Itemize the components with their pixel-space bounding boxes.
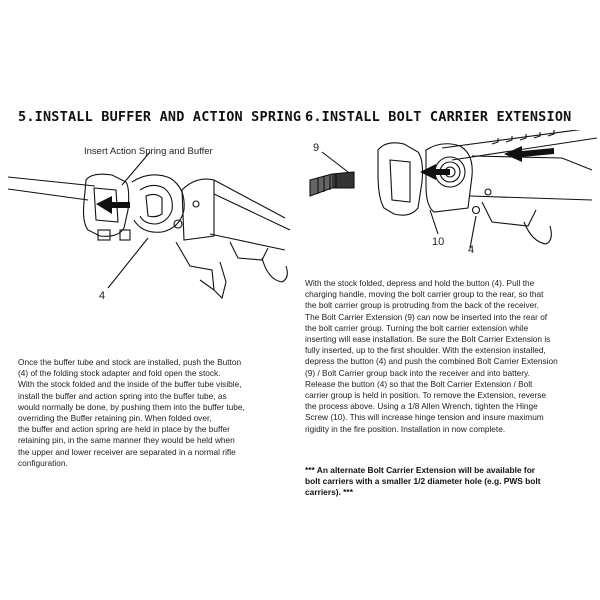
instruction-line: install the buffer and action spring int… [18, 390, 227, 401]
instruction-line: rigidity in the fire position. Installat… [305, 423, 506, 434]
buffer-install-illustration [0, 130, 292, 355]
instruction-line: Release the button (4) so that the Bolt … [305, 378, 533, 389]
section-5-title: 5.INSTALL BUFFER AND ACTION SPRING [18, 109, 302, 125]
alternate-extension-note: *** An alternate Bolt Carrier Extension … [305, 465, 595, 499]
instruction-line: the upper and lower receiver are separat… [18, 446, 236, 457]
instruction-line: With the stock folded, depress and hold … [305, 278, 535, 288]
instruction-line: With the stock folded and the inside of … [18, 379, 242, 390]
bolt-carrier-extension-illustration [292, 127, 600, 275]
instruction-line: Once the buffer tube and stock are insta… [18, 357, 242, 367]
callout-part-9: 9 [313, 142, 320, 154]
note-line: carriers). *** [305, 487, 353, 498]
buffer-install-drawing [7, 151, 291, 300]
instruction-line: retaining pin, in the same manner they w… [18, 435, 235, 446]
note-line: bolt carriers with a smaller 1/2 diamete… [305, 476, 541, 487]
instruction-line: inserting will ease installation. Be sur… [305, 334, 551, 345]
callout-insert-spring-buffer: Insert Action Spring and Buffer [84, 146, 213, 157]
note-line: *** An alternate Bolt Carrier Extension … [305, 465, 536, 475]
callout-part-10: 10 [432, 236, 445, 248]
instruction-line: configuration. [18, 457, 68, 468]
callout-part-4-left: 4 [99, 290, 106, 302]
instruction-line: overriding the Buffer retaining pin. Whe… [18, 413, 212, 424]
instruction-line: the process above. Using a 1/8 Allen Wre… [305, 401, 538, 412]
instruction-line: the bolt carrier group. Turning the bolt… [305, 322, 529, 333]
instruction-line: the buffer and action spring are held in… [18, 424, 230, 435]
section-6-title: 6.INSTALL BOLT CARRIER EXTENSION [305, 109, 572, 125]
instruction-line: (9) / Bolt Carrier group back into the r… [305, 367, 530, 378]
section-6-instructions: With the stock folded, depress and hold … [305, 278, 590, 435]
instruction-line: (4) of the folding stock adapter and fol… [18, 368, 221, 379]
instruction-line: carrier group is held in position. To re… [305, 390, 547, 401]
instruction-line: Screw (10). This will increase hinge ten… [305, 412, 544, 423]
instruction-line: charging handle, moving the bolt carrier… [305, 289, 544, 300]
section-5-instructions: Once the buffer tube and stock are insta… [18, 357, 288, 469]
instruction-line: depress the button (4) and push the comb… [305, 356, 558, 367]
bolt-carrier-drawing [309, 127, 598, 249]
callout-part-4-right: 4 [468, 244, 475, 256]
instruction-line: would normally be done, by pushing them … [18, 401, 245, 412]
instruction-line: fully inserted, up to the first shoulder… [305, 345, 546, 356]
instruction-line: The Bolt Carrier Extension (9) can now b… [305, 311, 548, 322]
instruction-line: the bolt carrier group is protruding fro… [305, 300, 539, 311]
